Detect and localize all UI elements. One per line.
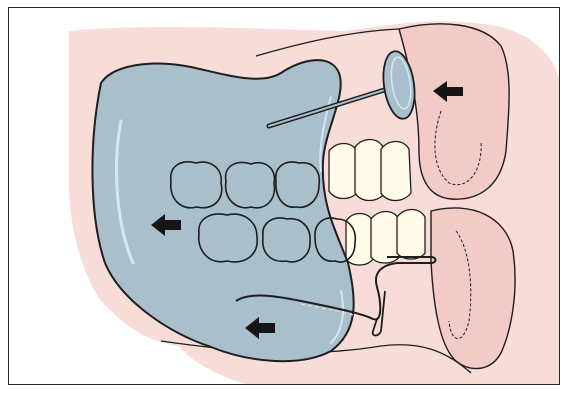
figure-frame: [8, 7, 560, 385]
lower-incisor-3: [397, 210, 425, 260]
dental-appliance-diagram: [9, 8, 560, 385]
upper-incisor-3: [381, 142, 411, 201]
lower-incisor-2: [371, 212, 399, 264]
